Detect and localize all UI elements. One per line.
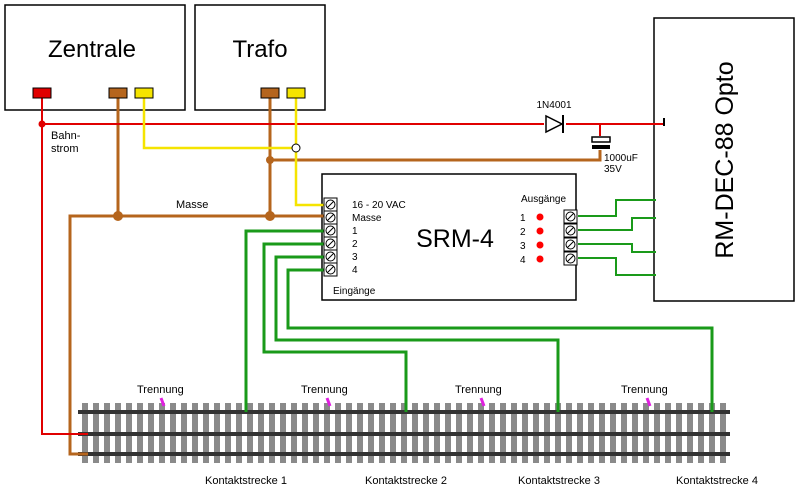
masse-junction-2 xyxy=(265,211,275,221)
trennung-mark-4 xyxy=(645,397,652,407)
output-terminal-screw xyxy=(563,237,578,252)
output-terminal-screw xyxy=(563,223,578,238)
bahnstrom-junction xyxy=(38,120,46,128)
eingaenge-label: Eingänge xyxy=(333,286,376,297)
terminal-vac-label: 16 - 20 VAC xyxy=(352,200,406,211)
capacitor-label-line2: 35V xyxy=(604,164,622,175)
kontaktstrecke-label-4: Kontaktstrecke 4 xyxy=(676,475,758,487)
rail-lower xyxy=(78,452,730,456)
zentrale-bahnstrom-connector xyxy=(32,87,52,99)
diode-label: 1N4001 xyxy=(536,100,571,111)
input-terminal-screw xyxy=(323,236,338,251)
trennung-label-1: Trennung xyxy=(137,384,184,396)
srm4-box xyxy=(321,173,577,301)
zentrale-ac-connector xyxy=(134,87,154,99)
trafo-title: Trafo xyxy=(232,36,287,63)
capacitor-symbol xyxy=(591,136,611,149)
output-led-4 xyxy=(536,255,544,263)
terminal-in1-label: 1 xyxy=(352,226,358,237)
rm-dec-title: RM-DEC-88 Opto xyxy=(711,61,739,258)
terminal-in4-label: 4 xyxy=(352,265,358,276)
zentrale-title: Zentrale xyxy=(48,36,136,63)
terminal-masse-label: Masse xyxy=(352,213,382,224)
input-terminal-screw xyxy=(323,223,338,238)
trafo-ac-connector xyxy=(286,87,306,99)
bahnstrom-wiring xyxy=(41,98,664,435)
srm4-title: SRM-4 xyxy=(416,225,494,253)
trennung-mark-3 xyxy=(479,397,486,407)
masse-wire-label: Masse xyxy=(176,199,208,211)
kontaktstrecke-label-1: Kontaktstrecke 1 xyxy=(205,475,287,487)
bahnstrom-label-line2: strom xyxy=(51,143,79,155)
output-terminal-screw xyxy=(563,209,578,224)
srm4-input-terminals xyxy=(323,197,338,277)
trennung-mark-1 xyxy=(159,397,166,407)
ausgaenge-label: Ausgänge xyxy=(521,194,566,205)
rm-dec-box xyxy=(653,17,795,302)
rail-upper xyxy=(78,410,730,414)
rail-middle xyxy=(78,432,730,436)
track xyxy=(78,397,730,463)
output-1-label: 1 xyxy=(520,213,526,224)
trennung-label-2: Trennung xyxy=(301,384,348,396)
ac-wiring xyxy=(142,96,326,207)
output-3-label: 3 xyxy=(520,241,526,252)
capacitor-label-line1: 1000uF xyxy=(604,153,638,164)
output-terminal-screw xyxy=(563,251,578,266)
srm4-output-terminals xyxy=(563,209,578,266)
input-terminal-screw xyxy=(323,197,338,212)
input-terminal-screw xyxy=(323,249,338,264)
masse-junction-3 xyxy=(266,156,274,164)
bahnstrom-label-line1: Bahn- xyxy=(51,130,81,142)
trennung-label-4: Trennung xyxy=(621,384,668,396)
trennung-mark-2 xyxy=(325,397,332,407)
ac-junction xyxy=(291,143,301,153)
terminal-in2-label: 2 xyxy=(352,239,358,250)
output-4-label: 4 xyxy=(520,255,526,266)
output-wiring xyxy=(578,199,656,276)
input-terminal-screw xyxy=(323,262,338,277)
output-led-1 xyxy=(536,213,544,221)
output-led-2 xyxy=(536,227,544,235)
sensor-wiring xyxy=(244,229,714,412)
output-2-label: 2 xyxy=(520,227,526,238)
terminal-in3-label: 3 xyxy=(352,252,358,263)
kontaktstrecke-label-2: Kontaktstrecke 2 xyxy=(365,475,447,487)
masse-junction-1 xyxy=(113,211,123,221)
zentrale-masse-connector xyxy=(108,87,128,99)
diode-symbol xyxy=(545,114,564,134)
input-terminal-screw xyxy=(323,210,338,225)
trennung-label-3: Trennung xyxy=(455,384,502,396)
trafo-masse-connector xyxy=(260,87,280,99)
masse-wiring xyxy=(68,96,602,456)
kontaktstrecke-label-3: Kontaktstrecke 3 xyxy=(518,475,600,487)
output-led-3 xyxy=(536,241,544,249)
